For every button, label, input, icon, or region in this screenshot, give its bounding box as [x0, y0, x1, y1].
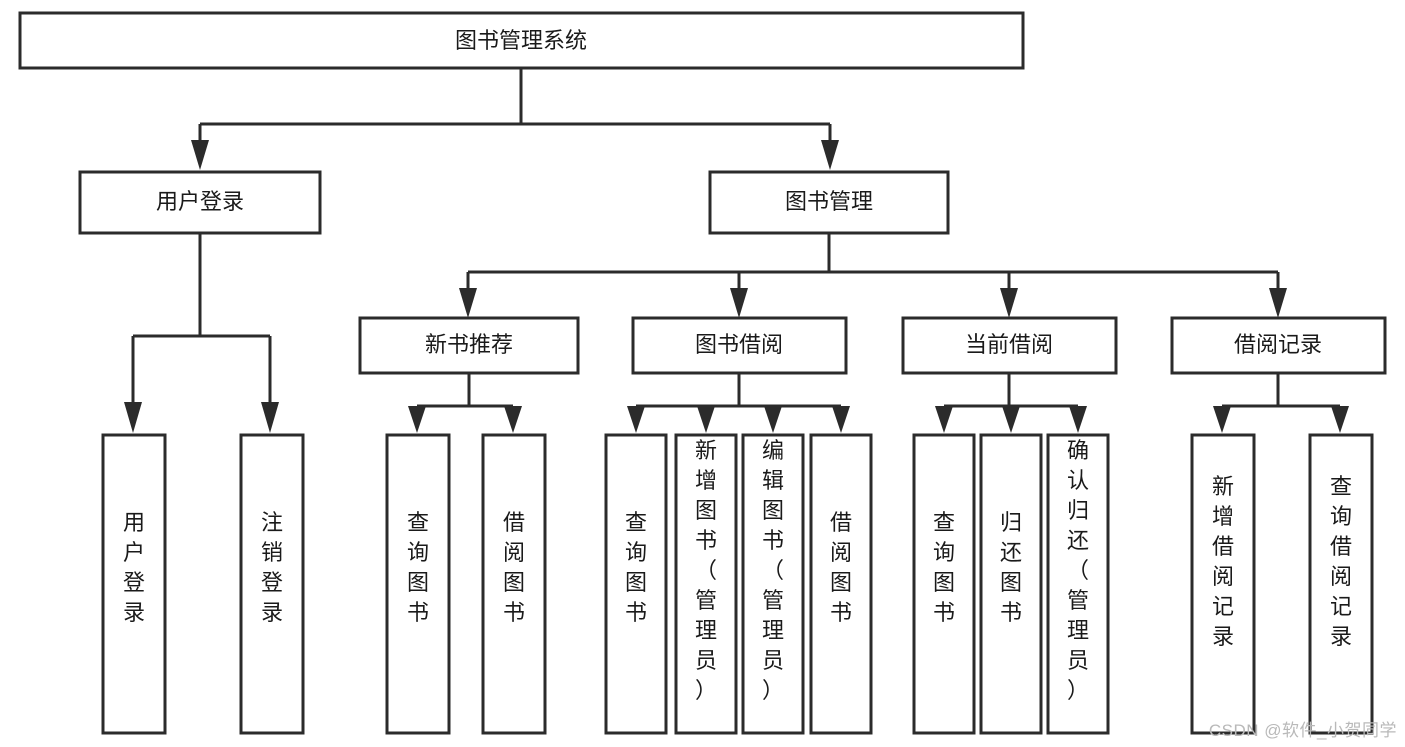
leaf-nb-borrow-book-rect — [481, 433, 547, 735]
arrow-head-current-borrow — [1000, 288, 1018, 318]
leaf-br-query-record[interactable]: 查询借阅记录 — [1308, 433, 1374, 735]
borrow-records-box-rect — [1170, 316, 1387, 375]
arrow-head-cb-query-book — [935, 406, 953, 433]
leaf-logout-label: 注销登录 — [261, 510, 283, 625]
borrow-records-box-label: 借阅记录 — [1234, 332, 1322, 357]
arrow-head-br-query-record — [1331, 406, 1349, 433]
new-book-recommend-box-rect — [358, 316, 580, 375]
node-book-borrow[interactable]: 图书借阅 — [631, 316, 848, 375]
root-box-rect — [18, 11, 1025, 70]
leaf-cb-query-book[interactable]: 查询图书 — [912, 433, 976, 735]
leaf-bb-borrow-book[interactable]: 借阅图书 — [809, 433, 873, 735]
leaf-cb-confirm-return[interactable]: 确认归还（管理员） — [1046, 433, 1110, 735]
leaf-br-add-record-label: 新增借阅记录 — [1212, 474, 1234, 649]
leaf-nb-borrow-book-label: 借阅图书 — [503, 510, 525, 625]
book-management-box-label: 图书管理 — [785, 189, 873, 214]
arrow-head-br-add-record — [1213, 406, 1231, 433]
leaf-cb-confirm-return-rect — [1046, 433, 1110, 735]
leaf-user-login[interactable]: 用户登录 — [101, 433, 167, 735]
arrow-head-cb-confirm-return — [1069, 406, 1087, 433]
new-book-recommend-box-label: 新书推荐 — [425, 332, 513, 357]
leaf-bb-edit-book-rect — [741, 433, 805, 735]
edge-book-management-to-level3 — [459, 233, 1287, 318]
leaf-bb-borrow-book-label: 借阅图书 — [830, 510, 852, 625]
arrow-head-bb-borrow-book — [832, 406, 850, 433]
arrow-head-bb-edit-book — [764, 406, 782, 433]
leaf-br-add-record-rect — [1190, 433, 1256, 735]
csdn-watermark: CSDN @软件_小贺同学 — [1208, 721, 1397, 740]
edge-user-login-to-leaves — [124, 233, 279, 433]
leaf-logout[interactable]: 注销登录 — [239, 433, 305, 735]
leaf-nb-query-book[interactable]: 查询图书 — [385, 433, 451, 735]
leaf-user-login-rect — [101, 433, 167, 735]
arrow-head-borrow-records — [1269, 288, 1287, 318]
arrow-head-book-borrow — [730, 288, 748, 318]
arrow-head-bb-add-book — [697, 406, 715, 433]
leaf-cb-return-book-rect — [979, 433, 1043, 735]
book-borrow-box-rect — [631, 316, 848, 375]
leaf-logout-rect — [239, 433, 305, 735]
leaf-bb-add-book-label: 新增图书（管理员） — [695, 438, 717, 703]
leaf-user-login-label: 用户登录 — [123, 510, 145, 625]
leaf-bb-query-book[interactable]: 查询图书 — [604, 433, 668, 735]
edge-current-borrow-to-leaves — [935, 373, 1087, 433]
node-root-system[interactable]: 图书管理系统 — [18, 11, 1025, 70]
arrow-head-book-manage — [821, 140, 839, 170]
leaf-cb-query-book-label: 查询图书 — [933, 510, 955, 625]
edge-borrow-records-to-leaves — [1213, 373, 1349, 433]
leaf-bb-edit-book[interactable]: 编辑图书（管理员） — [741, 433, 805, 735]
leaf-cb-query-book-rect — [912, 433, 976, 735]
leaf-bb-borrow-book-rect — [809, 433, 873, 735]
arrow-head-user-login — [191, 140, 209, 170]
leaf-bb-query-book-label: 查询图书 — [625, 510, 647, 625]
leaf-cb-return-book[interactable]: 归还图书 — [979, 433, 1043, 735]
leaf-cb-confirm-return-label: 确认归还（管理员） — [1067, 438, 1089, 703]
book-borrow-box-label: 图书借阅 — [695, 332, 783, 357]
leaf-nb-borrow-book[interactable]: 借阅图书 — [481, 433, 547, 735]
node-book-management[interactable]: 图书管理 — [708, 170, 950, 235]
arrow-head-leaf-logout — [261, 402, 279, 433]
node-new-book-recommend[interactable]: 新书推荐 — [358, 316, 580, 375]
leaf-nb-query-book-rect — [385, 433, 451, 735]
node-borrow-records[interactable]: 借阅记录 — [1170, 316, 1387, 375]
arrow-head-cb-return-book — [1002, 406, 1020, 433]
node-current-borrow[interactable]: 当前借阅 — [901, 316, 1118, 375]
arrow-head-nb-query-book — [408, 406, 426, 433]
leaf-nb-query-book-label: 查询图书 — [407, 510, 429, 625]
arrow-head-nb-borrow-book — [504, 406, 522, 433]
edge-root-to-level2 — [191, 68, 839, 170]
arrow-head-bb-query-book — [627, 406, 645, 433]
user-login-box-label: 用户登录 — [156, 189, 244, 214]
current-borrow-box-rect — [901, 316, 1118, 375]
root-box-label: 图书管理系统 — [455, 28, 587, 53]
leaf-cb-return-book-label: 归还图书 — [1000, 510, 1022, 625]
leaf-br-query-record-label: 查询借阅记录 — [1330, 474, 1352, 649]
node-user-login[interactable]: 用户登录 — [78, 170, 322, 235]
leaf-br-add-record[interactable]: 新增借阅记录 — [1190, 433, 1256, 735]
leaf-bb-add-book[interactable]: 新增图书（管理员） — [674, 433, 738, 735]
edge-new-book-to-leaves — [408, 373, 522, 433]
arrow-head-leaf-user-login — [124, 402, 142, 433]
leaf-br-query-record-rect — [1308, 433, 1374, 735]
book-management-box-rect — [708, 170, 950, 235]
leaf-bb-add-book-rect — [674, 433, 738, 735]
arrow-head-new-book — [459, 288, 477, 318]
leaf-bb-edit-book-label: 编辑图书（管理员） — [762, 438, 784, 703]
edge-book-borrow-to-leaves — [627, 373, 850, 433]
current-borrow-box-label: 当前借阅 — [965, 332, 1053, 357]
leaf-bb-query-book-rect — [604, 433, 668, 735]
